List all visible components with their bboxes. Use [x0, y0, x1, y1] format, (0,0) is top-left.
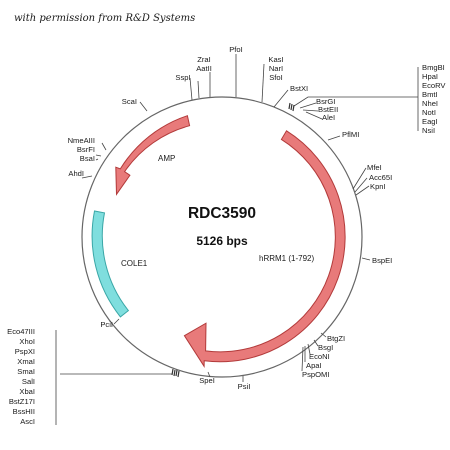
credit-text: with permission from R&D Systems: [14, 13, 195, 24]
site-label-cluster-right: BmtI: [422, 90, 438, 99]
site-label-nari: NarI: [269, 64, 283, 73]
site-label-btgzi: BtgZI: [327, 334, 345, 343]
site-label-apai: ApaI: [306, 361, 322, 370]
site-label-acc65i: Acc65I: [369, 173, 392, 182]
cole1-origin-block: [91, 210, 130, 318]
site-label-kasi: KasI: [268, 55, 283, 64]
site-label-kpni: KpnI: [370, 182, 386, 191]
right-cluster-marks: [288, 102, 295, 112]
site-label-scai: ScaI: [122, 97, 137, 106]
site-label-pflmi: PflMI: [342, 130, 359, 139]
site-label-cluster-left: XmaI: [17, 357, 35, 366]
left-cluster-marks: [171, 368, 180, 378]
site-label-sspi: SspI: [175, 73, 190, 82]
amp-arrow: [115, 115, 191, 196]
plasmid-size: 5126 bps: [196, 234, 248, 248]
site-leader-lines: [55, 54, 419, 425]
site-label-cluster-right: NheI: [422, 99, 438, 108]
site-label-cluster-left: SalI: [22, 377, 35, 386]
site-label-econi: EcoNI: [309, 352, 330, 361]
feature-label-hrrm1: hRRM1 (1-792): [259, 254, 314, 263]
site-label-bsai: BsaI: [80, 154, 95, 163]
site-label-bsrgi: BsrGI: [316, 97, 335, 106]
site-label-spei: SpeI: [199, 376, 215, 385]
site-label-mfei: MfeI: [367, 163, 382, 172]
site-label-sfoi: SfoI: [269, 73, 283, 82]
site-label-psii: PsiI: [238, 382, 251, 391]
site-label-cluster-right: BmgBI: [422, 63, 445, 72]
left-cluster-labels: Eco47III XhoI PspXI XmaI SmaI SalI XbaI …: [7, 327, 35, 426]
hrrm1-arrow: [183, 130, 346, 368]
site-label-cluster-left: XhoI: [19, 337, 35, 346]
site-label-cluster-left: SmaI: [17, 367, 35, 376]
site-label-nmeaiii: NmeAIII: [68, 136, 95, 145]
site-label-cluster-left: PspXI: [15, 347, 35, 356]
site-label-cluster-left: Eco47III: [7, 327, 35, 336]
site-label-cluster-left: AscI: [20, 417, 35, 426]
plasmid-backbone: [81, 96, 363, 378]
site-label-cluster-right: NotI: [422, 108, 436, 117]
site-label-zrai: ZraI: [197, 55, 211, 64]
site-label-cluster-right: NsiI: [422, 126, 435, 135]
site-label-cluster-left: BstZ17I: [9, 397, 35, 406]
site-label-cluster-left: XbaI: [19, 387, 35, 396]
plasmid-name: RDC3590: [188, 205, 256, 222]
site-label-alei: AleI: [322, 113, 335, 122]
site-label-pspomi: PspOMI: [302, 370, 329, 379]
feature-label-amp: AMP: [158, 154, 175, 163]
feature-label-cole1: COLE1: [121, 259, 148, 268]
site-label-cluster-right: HpaI: [422, 72, 438, 81]
site-label-cluster-right: EcoRV: [422, 81, 446, 90]
site-label-bspei: BspEI: [372, 256, 392, 265]
site-label-pfoi: PfoI: [229, 45, 243, 54]
site-label-bsgi: BsgI: [318, 343, 333, 352]
site-label-bsrfi: BsrFI: [77, 145, 95, 154]
site-label-cluster-right: EagI: [422, 117, 438, 126]
site-label-aatii: AatII: [196, 64, 212, 73]
site-label-bsteii: BstEII: [318, 105, 338, 114]
site-label-cluster-left: BssHII: [13, 407, 35, 416]
site-label-bstxi: BstXI: [290, 84, 308, 93]
right-cluster-labels: BmgBI HpaI EcoRV BmtI NheI NotI EagI Nsi…: [422, 63, 446, 135]
site-label-pcii: PciI: [100, 320, 113, 329]
site-label-ahdi: AhdI: [68, 169, 84, 178]
